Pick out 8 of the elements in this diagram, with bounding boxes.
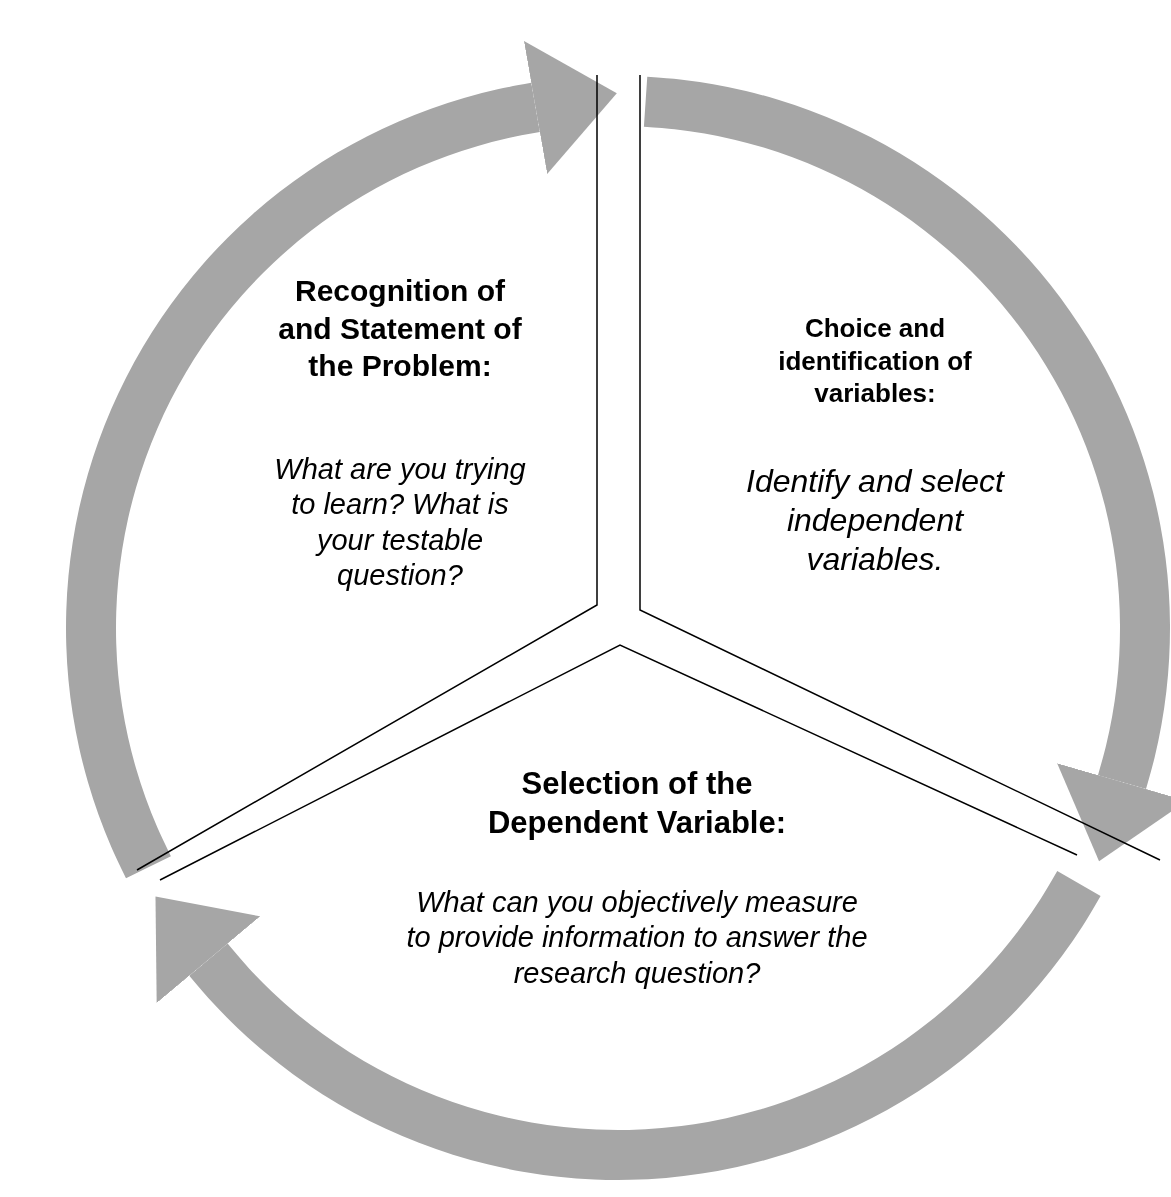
- step-heading: Choice and identification of variables:: [777, 312, 973, 410]
- step-heading: Recognition of and Statement of the Problem:: [277, 273, 523, 384]
- step-description: What can you objectively measure to provide information to answer the research question?: [405, 885, 869, 991]
- step-heading: Selection of the Dependent Variable:: [487, 765, 787, 842]
- cycle-arrow: [66, 41, 617, 879]
- step-description: Identify and select independent variables.: [745, 462, 1006, 580]
- cycle-arrow: [155, 870, 1101, 1180]
- step-description: What are you trying to learn? What is your testable question?: [273, 452, 527, 594]
